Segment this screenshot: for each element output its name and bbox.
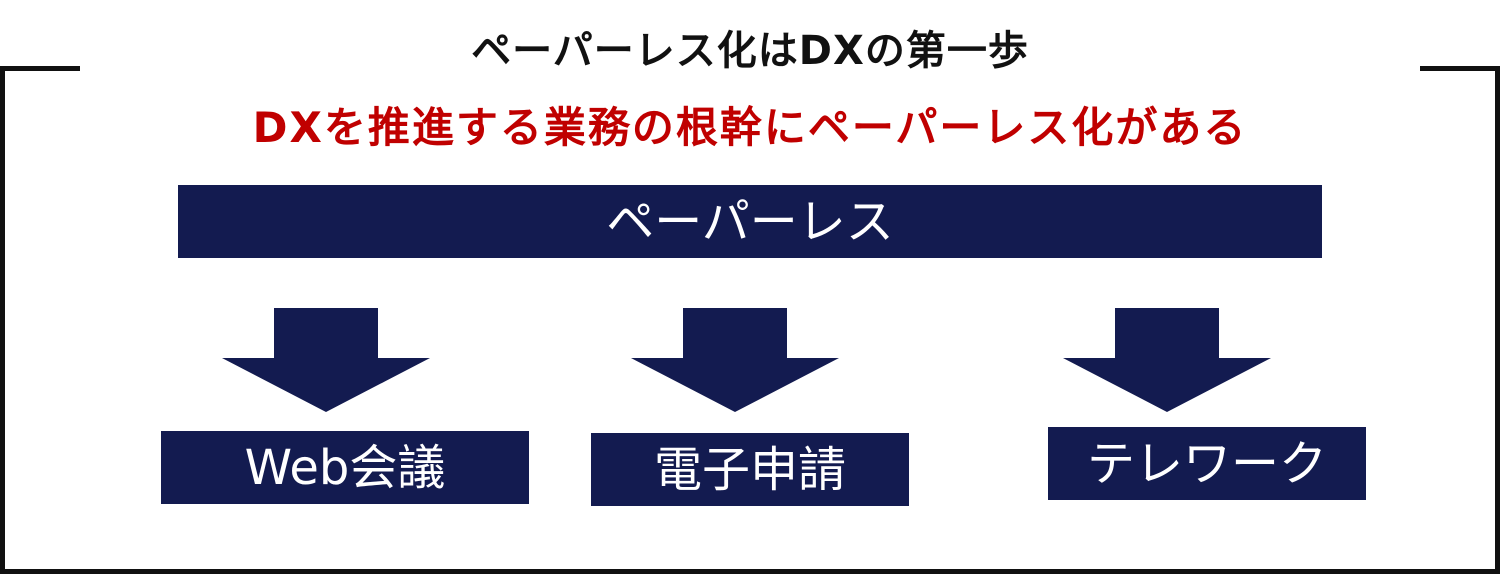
frame-left: [0, 66, 5, 574]
web-meeting-box: Web会議: [161, 431, 529, 504]
paperless-label: ペーパーレス: [606, 193, 894, 250]
paperless-box: ペーパーレス: [178, 185, 1322, 258]
telework-box: テレワーク: [1048, 427, 1366, 500]
arrow-down-icon: [222, 308, 430, 412]
frame-right: [1495, 66, 1500, 574]
diagram-subtitle: DXを推進する業務の根幹にペーパーレス化がある: [252, 103, 1248, 152]
frame-bottom: [0, 569, 1500, 574]
arrow-down-icon: [1063, 308, 1271, 412]
e-application-box: 電子申請: [591, 433, 909, 506]
e-application-label: 電子申請: [653, 441, 846, 498]
arrow-down-icon: [631, 308, 839, 412]
frame-top-left: [0, 66, 80, 71]
web-meeting-label: Web会議: [244, 439, 446, 496]
frame-top-right: [1420, 66, 1500, 71]
diagram-title: ペーパーレス化はDXの第一歩: [471, 28, 1029, 74]
telework-label: テレワーク: [1086, 435, 1327, 492]
